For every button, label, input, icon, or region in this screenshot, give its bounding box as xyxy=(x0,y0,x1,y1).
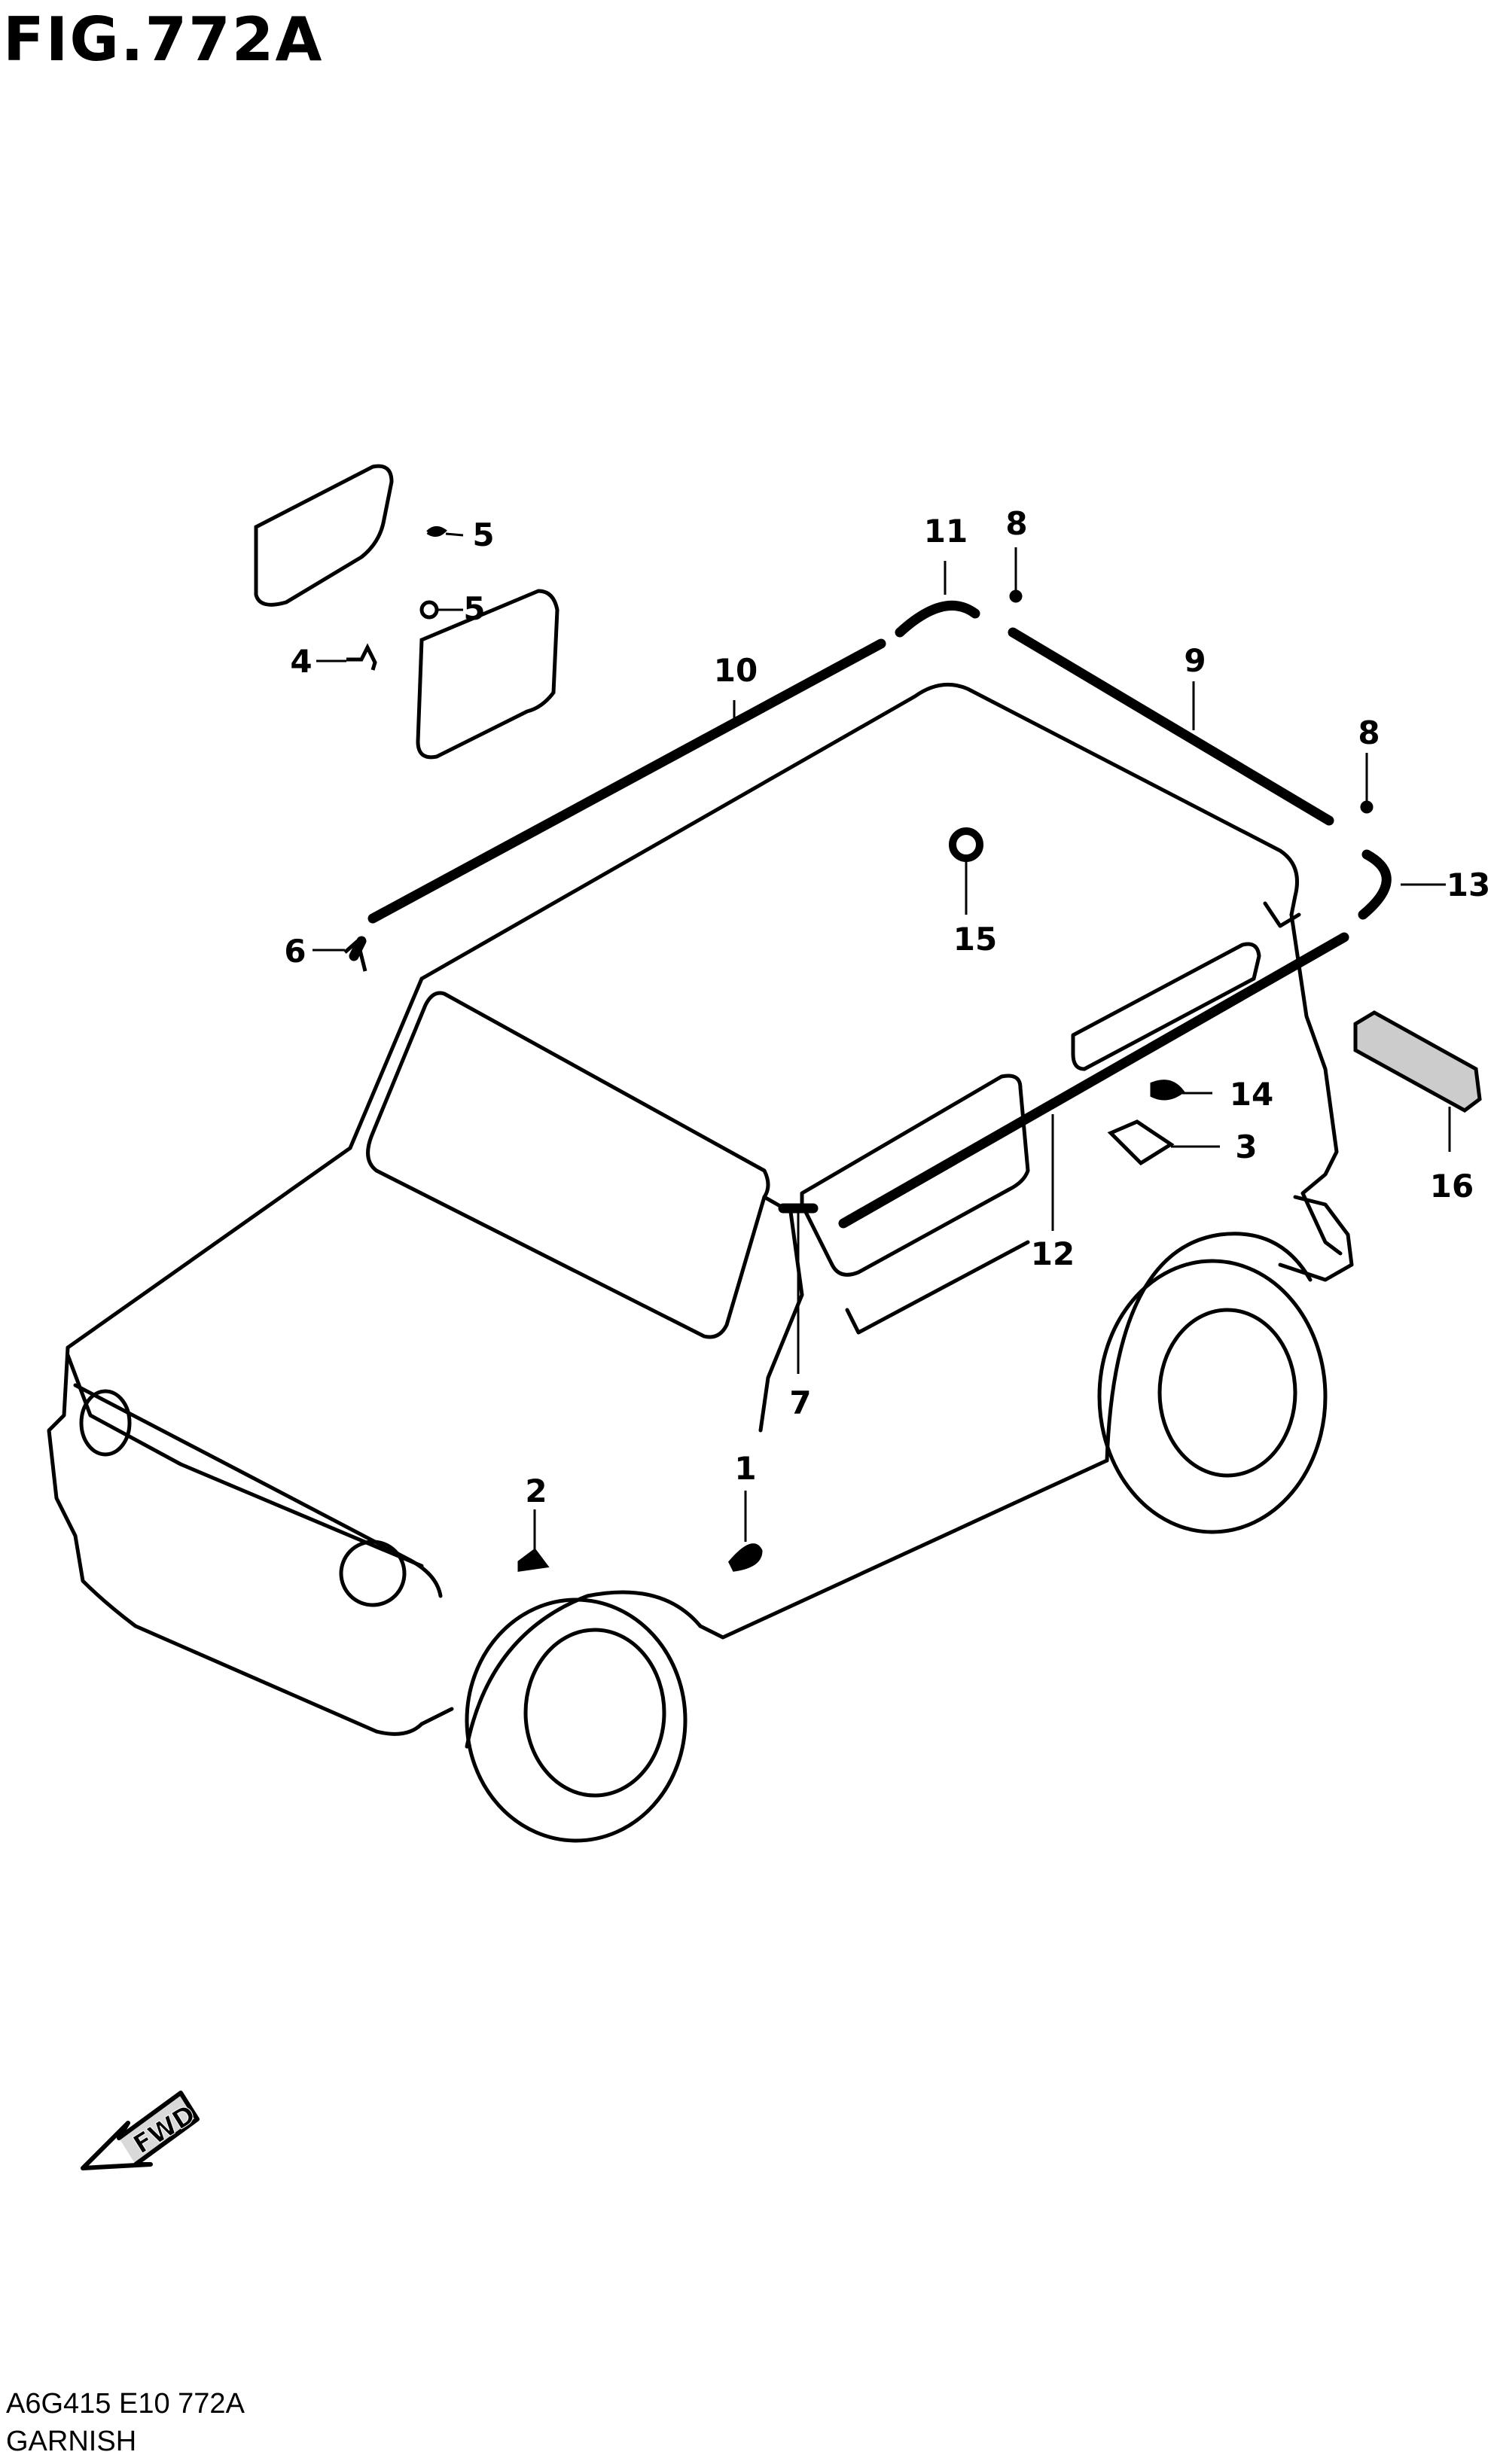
part-14-cap xyxy=(1150,1080,1185,1101)
part-13-end-cap xyxy=(1358,849,1392,920)
part-8b-screw xyxy=(1360,800,1374,814)
part-10-roof-molding xyxy=(367,638,886,924)
part-9-roof-molding xyxy=(1008,627,1334,826)
roof-outline xyxy=(419,682,1299,981)
part-2-emblem xyxy=(517,1548,550,1572)
callout-5a: 5 xyxy=(472,516,494,553)
callout-11: 11 xyxy=(924,513,968,550)
windshield xyxy=(366,991,770,1339)
part-16-fender-flare xyxy=(1353,1010,1482,1113)
part-bracket-upper xyxy=(254,464,394,607)
part-8a-screw xyxy=(1009,589,1023,603)
rear-door-window xyxy=(1071,942,1261,1071)
callout-5b: 5 xyxy=(463,590,485,627)
front-door-window xyxy=(800,1074,1030,1277)
callout-1: 1 xyxy=(734,1450,756,1487)
part-4-bracket xyxy=(346,643,377,671)
callout-2: 2 xyxy=(525,1473,547,1509)
callout-3: 3 xyxy=(1235,1128,1257,1165)
part-3-pad xyxy=(1107,1119,1175,1166)
a-pillar xyxy=(66,976,424,1350)
part-11-corner-molding xyxy=(895,600,980,638)
part-5a-clip xyxy=(426,526,447,537)
callout-8b: 8 xyxy=(1358,714,1380,751)
callout-9: 9 xyxy=(1184,642,1206,679)
callout-10: 10 xyxy=(714,652,758,689)
fwd-arrow: FWD xyxy=(81,2091,201,2170)
body-side-bottom xyxy=(698,1458,1109,1640)
callout-15: 15 xyxy=(953,921,997,958)
figure-name: GARNISH xyxy=(6,2426,137,2457)
front-wheel-outer xyxy=(465,1597,688,1843)
rear-wheel-inner xyxy=(1157,1308,1297,1478)
figure-code: A6G415 E10 772A xyxy=(6,2388,245,2420)
callout-7: 7 xyxy=(789,1384,811,1421)
part-1-grommet xyxy=(728,1543,763,1572)
headlight-right xyxy=(339,1540,407,1607)
leader-5a xyxy=(445,532,464,537)
callout-12: 12 xyxy=(1031,1235,1075,1272)
callout-6: 6 xyxy=(284,933,306,970)
part-5b-clip xyxy=(419,600,439,620)
door-line xyxy=(845,1240,1030,1335)
callout-14: 14 xyxy=(1230,1076,1273,1113)
rear-bumper xyxy=(1278,1195,1354,1282)
headlight-left xyxy=(79,1389,132,1457)
part-bracket-lower xyxy=(416,589,559,760)
front-face xyxy=(47,1345,454,1736)
callout-4: 4 xyxy=(290,643,312,680)
rear-body xyxy=(1289,912,1343,1256)
callout-16: 16 xyxy=(1430,1168,1474,1205)
callout-8a: 8 xyxy=(1005,505,1027,542)
rear-fender xyxy=(1105,1232,1313,1463)
figure-title: FIG.772A xyxy=(3,5,324,75)
front-wheel-inner xyxy=(523,1628,666,1798)
front-grille xyxy=(66,1353,424,1568)
part-15-plug xyxy=(949,827,983,862)
part-6-clip-head xyxy=(343,937,367,972)
callout-13: 13 xyxy=(1447,867,1490,903)
rear-wheel-outer xyxy=(1097,1259,1328,1534)
part-12-side-molding xyxy=(838,932,1349,1229)
